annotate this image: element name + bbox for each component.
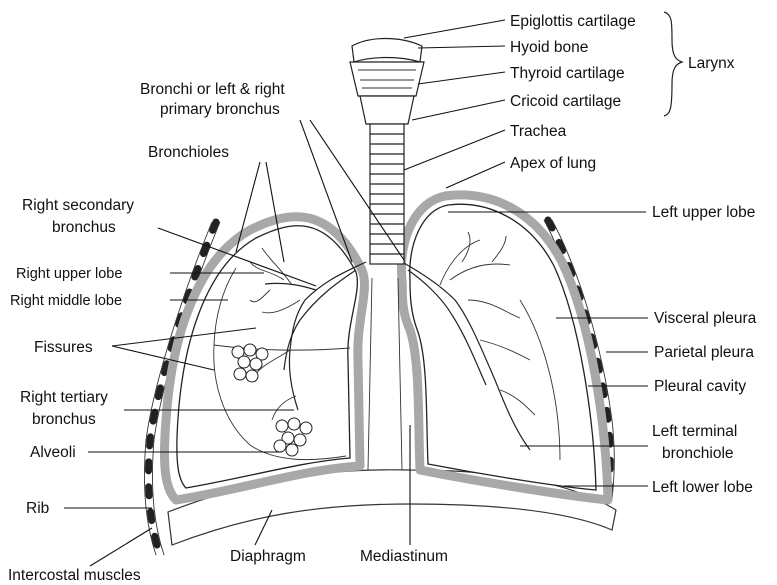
label-cricoid: Cricoid cartilage	[510, 93, 621, 110]
label-right-secondary-line2: bronchus	[52, 219, 116, 236]
label-left-lower-lobe: Left lower lobe	[652, 479, 753, 496]
label-left-terminal-line2: bronchiole	[662, 445, 734, 462]
label-thyroid: Thyroid cartilage	[510, 65, 625, 82]
label-larynx: Larynx	[688, 55, 735, 72]
label-epiglottis: Epiglottis cartilage	[510, 13, 636, 30]
larynx-structure	[350, 39, 424, 125]
label-bronchioles: Bronchioles	[148, 144, 229, 161]
label-parietal-pleura: Parietal pleura	[654, 344, 754, 361]
label-bronchi-line2: primary bronchus	[160, 101, 280, 118]
label-right-middle-lobe: Right middle lobe	[10, 293, 122, 309]
label-rib: Rib	[26, 500, 49, 517]
label-left-terminal-line1: Left terminal	[652, 423, 737, 440]
label-pleural-cavity: Pleural cavity	[654, 378, 746, 395]
label-apex: Apex of lung	[510, 155, 596, 172]
label-fissures: Fissures	[34, 339, 93, 356]
label-alveoli: Alveoli	[30, 444, 76, 461]
left-lung	[401, 195, 608, 500]
label-right-secondary-line1: Right secondary	[22, 197, 134, 214]
label-mediastinum: Mediastinum	[360, 548, 448, 565]
label-left-upper-lobe: Left upper lobe	[652, 204, 755, 221]
label-trachea: Trachea	[510, 123, 567, 140]
label-diaphragm: Diaphragm	[230, 548, 306, 565]
label-right-upper-lobe: Right upper lobe	[16, 266, 122, 282]
larynx-brace	[664, 12, 682, 116]
label-bronchi-line1: Bronchi or left & right	[140, 81, 285, 98]
label-hyoid: Hyoid bone	[510, 39, 588, 56]
label-intercostal: Intercostal muscles	[8, 567, 141, 584]
trachea-tube	[370, 124, 404, 264]
label-right-tertiary-line2: bronchus	[32, 411, 96, 428]
label-visceral-pleura: Visceral pleura	[654, 310, 757, 327]
mediastinum-region	[368, 278, 402, 470]
right-lung	[164, 217, 366, 500]
label-right-tertiary-line1: Right tertiary	[20, 389, 108, 406]
